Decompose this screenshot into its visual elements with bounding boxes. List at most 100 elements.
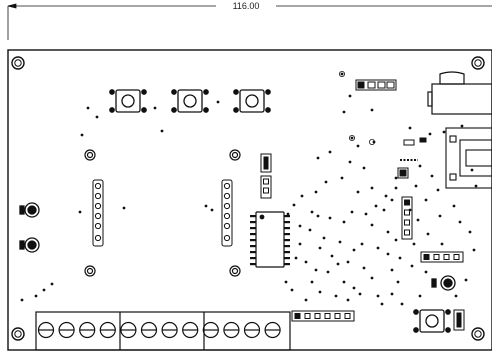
via: [338, 240, 342, 244]
via: [160, 129, 164, 133]
via: [468, 230, 472, 234]
usb-connector: [445, 127, 492, 189]
via: [390, 268, 394, 272]
via: [386, 252, 390, 256]
via: [370, 223, 374, 227]
via: [304, 298, 308, 302]
via: [210, 208, 214, 212]
via: [356, 190, 360, 194]
via: [356, 144, 360, 148]
via: [370, 276, 374, 280]
via: [50, 282, 54, 286]
via-ring: [338, 71, 345, 78]
via: [358, 292, 362, 296]
via: [304, 260, 308, 264]
via: [342, 110, 346, 114]
via: [310, 210, 314, 214]
via: [346, 260, 350, 264]
via: [318, 290, 322, 294]
tactile-buttons: [109, 89, 451, 333]
via: [360, 242, 364, 246]
via: [314, 268, 318, 272]
via: [290, 288, 294, 292]
button-3: [233, 89, 271, 113]
via: [384, 194, 388, 198]
round-pads: [84, 149, 241, 277]
via: [390, 198, 394, 202]
via: [400, 302, 404, 306]
width-dimension: [7, 3, 492, 40]
header-middle: [221, 179, 233, 247]
via: [442, 130, 446, 134]
via: [316, 156, 320, 160]
via: [470, 168, 474, 172]
via: [294, 256, 298, 260]
via: [452, 204, 456, 208]
via: [328, 150, 332, 154]
via: [350, 210, 354, 214]
header-vertical: [401, 196, 413, 240]
via: [292, 203, 296, 207]
via: [408, 126, 412, 130]
via: [362, 166, 366, 170]
header-left: [92, 179, 104, 247]
header-right: [420, 251, 464, 263]
via: [20, 298, 24, 302]
via: [370, 186, 374, 190]
via: [340, 72, 344, 76]
via: [412, 242, 416, 246]
via: [352, 248, 356, 252]
via: [414, 184, 418, 188]
via: [386, 230, 390, 234]
via: [336, 262, 340, 266]
via: [362, 266, 366, 270]
via: [316, 214, 320, 218]
via: [350, 136, 354, 140]
via: [352, 286, 356, 290]
via: [472, 248, 476, 252]
via: [390, 292, 394, 296]
header-bottom: [291, 310, 355, 322]
leds-left: [19, 202, 456, 291]
via: [298, 242, 302, 246]
via: [438, 214, 442, 218]
via: [348, 94, 352, 98]
via: [410, 264, 414, 268]
via: [418, 294, 422, 298]
ic-chip: [250, 211, 290, 268]
button-1: [109, 89, 147, 113]
via: [328, 216, 332, 220]
via: [346, 298, 350, 302]
via: [408, 208, 412, 212]
via: [122, 206, 126, 210]
via: [95, 115, 99, 119]
via: [376, 246, 380, 250]
vias: [20, 71, 478, 306]
via: [322, 236, 326, 240]
via: [382, 208, 386, 212]
mounting-holes: [11, 56, 485, 341]
via: [458, 220, 462, 224]
via: [394, 186, 398, 190]
via: [370, 108, 374, 112]
small-parts: [397, 137, 427, 179]
via: [380, 302, 384, 306]
header-top: [355, 79, 397, 91]
dc-jack: [427, 71, 492, 115]
via: [348, 160, 352, 164]
via-ring: [348, 134, 355, 141]
via: [394, 176, 398, 180]
via: [398, 256, 402, 260]
via: [326, 270, 330, 274]
via: [324, 180, 328, 184]
via: [86, 106, 90, 110]
via: [396, 280, 400, 284]
via: [474, 184, 478, 188]
via: [342, 220, 346, 224]
via: [440, 242, 444, 246]
via: [428, 132, 432, 136]
via: [330, 254, 334, 258]
via: [284, 280, 288, 284]
via: [424, 270, 428, 274]
via: [42, 288, 46, 292]
